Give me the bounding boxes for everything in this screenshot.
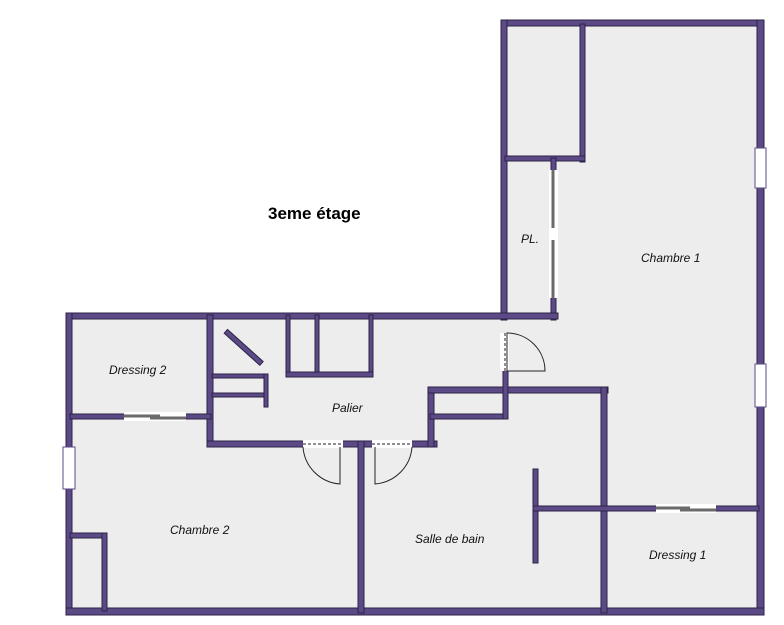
- watermark: [338, 298, 345, 324]
- wall-partition-horiz: [532, 505, 760, 512]
- door-swing-chambre2: [302, 446, 341, 485]
- sliding-doors: [124, 170, 716, 513]
- wall-shelf-1: [211, 373, 269, 379]
- wall-closet-c2-east: [101, 532, 108, 612]
- room-label-chambre-2: Chambre 2: [170, 523, 230, 537]
- window-east-bottom: [754, 363, 767, 408]
- wall-shelf-post: [263, 373, 269, 408]
- wall-closet-floor: [285, 371, 374, 378]
- wall-sdb-top: [427, 386, 609, 394]
- room-label-chambre-1: Chambre 1: [641, 251, 701, 265]
- wall-sdb-inner-vert: [502, 367, 509, 420]
- room-label-salle-de-bain: Salle de bain: [415, 532, 485, 546]
- wall-bottom: [65, 607, 765, 616]
- wall-closet-c: [368, 314, 374, 378]
- door-gap-chambre1: [500, 333, 509, 371]
- wall-shelf-2: [211, 392, 269, 398]
- wall-closet-c2-top: [69, 532, 107, 539]
- floor-title: 3eme étage: [268, 204, 361, 223]
- room-label-palier: Palier: [332, 401, 363, 415]
- wall-east: [756, 19, 765, 616]
- door-swing-chambre1: [506, 332, 546, 372]
- wall-sdb-east: [600, 386, 608, 614]
- wall-closet-right: [579, 23, 586, 163]
- wall-dressing2-east: [206, 314, 214, 447]
- door-swing-sdb: [374, 446, 413, 485]
- wall-diagonal-shelf: [223, 328, 264, 366]
- wall-top-left: [65, 312, 559, 320]
- wall-right-wing-west: [500, 19, 508, 321]
- wall-sdb-west: [357, 440, 365, 614]
- room-label-pl: PL.: [521, 232, 540, 246]
- wall-top-right: [500, 19, 765, 27]
- wall-closet-a: [285, 314, 291, 376]
- room-label-dressing-1: Dressing 1: [649, 548, 707, 562]
- window-west: [62, 446, 76, 490]
- window-east-top: [754, 147, 767, 189]
- windows: [62, 147, 767, 490]
- wall-closet-bottom: [504, 155, 586, 162]
- wall-sdb-inner-top: [429, 413, 508, 420]
- wall-closet-b: [314, 314, 320, 376]
- doors: [302, 332, 546, 485]
- room-label-dressing-2: Dressing 2: [109, 363, 167, 377]
- wall-partition-vert: [532, 468, 539, 564]
